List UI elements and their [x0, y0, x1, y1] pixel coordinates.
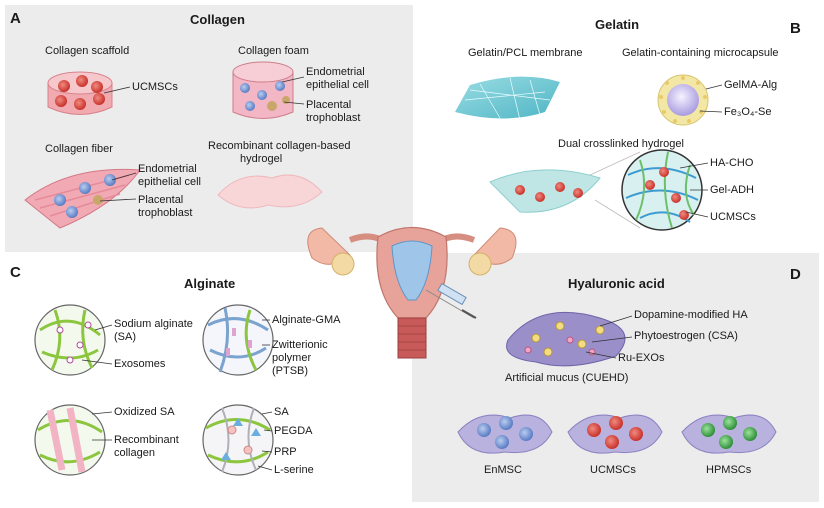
prp-label: PRP — [274, 446, 297, 458]
sa-label: SA — [274, 406, 289, 418]
collagen-scaffold-illustration — [47, 71, 131, 115]
recombinant-collagen-label-1: Recombinant — [114, 434, 179, 446]
zwitterionic-label-3: (PTSB) — [272, 365, 309, 377]
panel-a-title: Collagen — [190, 12, 245, 27]
ucmscs-label-a: UCMSCs — [132, 81, 178, 93]
phytoestrogen-label: Phytoestrogen (CSA) — [634, 330, 738, 342]
gel-adh-label: Gel-ADH — [710, 184, 755, 196]
pcl-membrane-illustration — [455, 76, 560, 121]
dual-hydrogel-label: Dual crosslinked hydrogel — [558, 138, 684, 150]
panel-a-letter: A — [10, 10, 21, 27]
hpmscs-label: HPMSCs — [706, 464, 752, 476]
fiber-placental-label-2: trophoblast — [138, 207, 193, 219]
fe3o4-se-label: Fe₃O₄-Se — [724, 106, 772, 118]
panel-d-background — [412, 253, 819, 502]
placental-label-2: trophoblast — [306, 112, 361, 124]
ha-cho-label: HA-CHO — [710, 157, 754, 169]
collagen-fiber-label: Collagen fiber — [45, 143, 113, 155]
dual-hydrogel-illustration — [489, 149, 709, 231]
ucmscs-label-b: UCMSCs — [710, 211, 756, 223]
ucmscs-d-illustration — [567, 414, 663, 454]
alginate-gma-label: Alginate-GMA — [272, 314, 341, 326]
endometrial-label-1: Endometrial — [306, 66, 365, 78]
exosomes-label: Exosomes — [114, 358, 166, 370]
enmsc-illustration — [457, 414, 553, 454]
ru-exos-label: Ru-EXOs — [618, 352, 665, 364]
gelma-alg-label: GelMA-Alg — [724, 79, 778, 91]
sodium-alginate-label-1: Sodium alginate — [114, 318, 193, 330]
pegda-label: PEGDA — [274, 425, 313, 437]
dopamine-ha-label: Dopamine-modified HA — [634, 309, 748, 321]
fiber-placental-label-1: Placental — [138, 194, 184, 206]
sodium-alginate-label-2: (SA) — [114, 331, 136, 343]
recombinant-label-1: Recombinant collagen-based — [208, 140, 351, 152]
collagen-foam-illustration — [232, 61, 305, 119]
enmsc-label: EnMSC — [484, 464, 522, 476]
panel-c-title: Alginate — [184, 276, 236, 291]
hpmscs-illustration — [681, 414, 777, 454]
fiber-endometrial-label-1: Endometrial — [138, 163, 197, 175]
ucmscs-label-d: UCMSCs — [590, 464, 636, 476]
sa-pegda-circle — [202, 404, 274, 476]
fiber-endometrial-label-2: epithelial cell — [138, 176, 201, 188]
panel-c-letter: C — [10, 264, 21, 281]
recombinant-label-2: hydrogel — [240, 153, 283, 165]
panel-b-letter: B — [790, 20, 801, 37]
collagen-scaffold-label: Collagen scaffold — [45, 45, 130, 57]
pcl-membrane-label: Gelatin/PCL membrane — [468, 47, 583, 59]
l-serine-label: L-serine — [274, 464, 314, 476]
placental-label-1: Placental — [306, 99, 352, 111]
panel-d-title: Hyaluronic acid — [568, 276, 665, 291]
artificial-mucus-illustration — [506, 311, 633, 367]
uterus-illustration — [307, 227, 517, 359]
oxidized-sa-circle — [34, 404, 113, 476]
oxidized-sa-label: Oxidized SA — [114, 406, 175, 418]
artificial-mucus-label: Artificial mucus (CUEHD) — [505, 372, 629, 384]
endometrial-label-2: epithelial cell — [306, 79, 369, 91]
alginate-gma-circle — [202, 304, 274, 376]
zwitterionic-label-2: polymer — [272, 352, 312, 364]
panel-b-title: Gelatin — [595, 17, 640, 32]
zwitterionic-label-1: Zwitterionic — [272, 339, 328, 351]
syringe-icon — [425, 282, 477, 319]
panel-d-letter: D — [790, 266, 801, 283]
collagen-fiber-illustration — [24, 168, 141, 229]
microcapsule-illustration — [657, 74, 723, 126]
sodium-alginate-circle — [34, 304, 113, 376]
collagen-foam-label: Collagen foam — [238, 45, 309, 57]
recombinant-collagen-label-2: collagen — [114, 447, 155, 459]
microcapsule-label: Gelatin-containing microcapsule — [622, 47, 779, 59]
recombinant-hydrogel-illustration — [217, 174, 323, 209]
